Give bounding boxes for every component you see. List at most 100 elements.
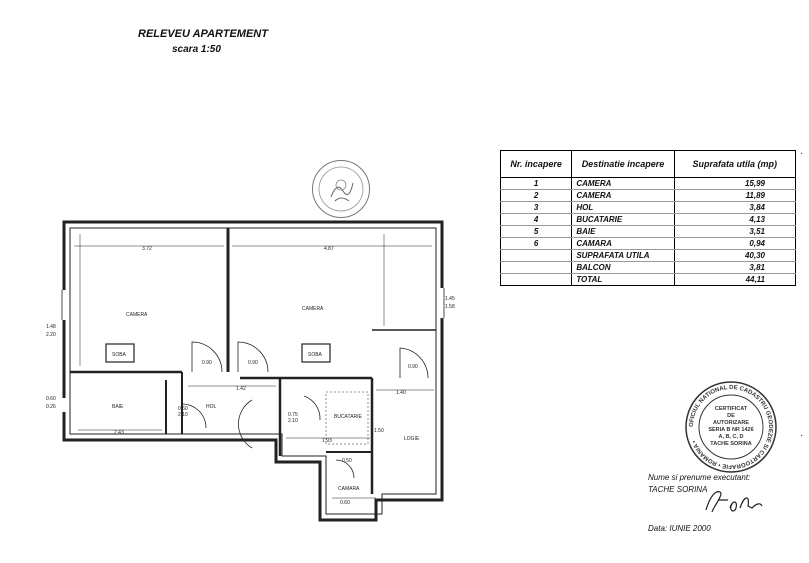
executant-name: TACHE SORINA bbox=[648, 485, 708, 494]
cell-name: CAMERA bbox=[571, 177, 675, 190]
room-label-baie: BAIE bbox=[112, 404, 124, 410]
door-swing bbox=[303, 395, 321, 421]
dimension-label: 0.60 bbox=[340, 500, 350, 506]
dimension-label: 1.42 bbox=[236, 386, 246, 392]
cell-area: 3,81 bbox=[673, 261, 797, 274]
dimension-label: 0.60 bbox=[178, 406, 188, 412]
authorization-stamp: OFICIUL NATIONAL DE CADASTRU GEODEZIE SI… bbox=[685, 381, 777, 473]
stove-box bbox=[105, 343, 135, 363]
room-label-logie: LOGIE bbox=[404, 436, 420, 442]
cell-name: BAIE bbox=[571, 225, 675, 238]
table-row: SUPRAFATA UTILA 40,30 bbox=[499, 249, 797, 262]
header-destinatie: Destinatie incapere bbox=[571, 150, 675, 178]
dimension-label: 2.10 bbox=[178, 412, 188, 418]
dimension-label: 0.90 bbox=[202, 360, 212, 366]
dimension-label: 0.60 bbox=[46, 396, 56, 402]
cell-name: CAMERA bbox=[571, 189, 675, 202]
cell-name: CAMARA bbox=[571, 237, 675, 250]
room-label-camera-2: CAMERA bbox=[302, 306, 324, 312]
stamp-line: SERIA B NR 1426 bbox=[708, 427, 753, 433]
room-label-camera-1: CAMERA bbox=[126, 312, 148, 318]
stamp-line: DE bbox=[727, 413, 735, 419]
door-swing bbox=[399, 347, 429, 379]
cell-name: BALCON bbox=[571, 261, 675, 274]
room-label-bucatarie: BUCATARIE bbox=[334, 414, 363, 420]
door-swing bbox=[181, 403, 207, 429]
rooms-table: Nr. incapere Destinatie incapere Suprafa… bbox=[499, 150, 797, 286]
dimension-label: 0.50 bbox=[342, 458, 352, 464]
dimension-label: 2.43 bbox=[114, 430, 124, 436]
cell-num: 5 bbox=[499, 225, 573, 238]
document-scale: scara 1:50 bbox=[172, 44, 221, 55]
door-swing bbox=[237, 341, 269, 373]
table-row: 6 CAMARA 0,94 bbox=[499, 237, 797, 250]
dimension-label: 0.90 bbox=[248, 360, 258, 366]
cell-num bbox=[499, 261, 573, 274]
stamp-line: TACHE SORINA bbox=[710, 441, 751, 447]
header-nr: Nr. incapere bbox=[499, 150, 573, 178]
stamp-line: A, B, C, D bbox=[718, 434, 743, 440]
dimension-label: 1.50 bbox=[374, 428, 384, 434]
cell-area: 11,89 bbox=[673, 189, 797, 202]
stamp-line: AUTORIZARE bbox=[713, 420, 749, 426]
document-title: RELEVEU APARTEMENT bbox=[138, 28, 268, 40]
door-swing bbox=[191, 341, 223, 373]
cell-name: TOTAL bbox=[571, 273, 675, 286]
cell-num bbox=[499, 249, 573, 262]
dimension-label: 4.87 bbox=[324, 246, 334, 252]
cell-area: 0,94 bbox=[673, 237, 797, 250]
stove-box bbox=[301, 343, 331, 363]
dimension-label: 0.26 bbox=[46, 404, 56, 410]
cell-num: 2 bbox=[499, 189, 573, 202]
table-row: BALCON 3,81 bbox=[499, 261, 797, 274]
inner-wall-line bbox=[69, 227, 437, 515]
table-header-row: Nr. incapere Destinatie incapere Suprafa… bbox=[499, 150, 797, 178]
dimension-label: 1.58 bbox=[445, 304, 455, 310]
signature-icon bbox=[705, 491, 763, 513]
dimension-label: 0.75 bbox=[288, 412, 298, 418]
door-swing bbox=[238, 399, 253, 449]
date-label: Data: IUNIE 2000 bbox=[648, 524, 711, 533]
header-suprafata: Suprafata utila (mp) bbox=[673, 150, 797, 178]
cell-name: SUPRAFATA UTILA bbox=[571, 249, 675, 262]
dimension-label: 1.93 bbox=[322, 438, 332, 444]
dimension-label: 0.90 bbox=[408, 364, 418, 370]
seal-icon bbox=[318, 166, 364, 212]
dimension-label: 1.45 bbox=[445, 296, 455, 302]
cell-area: 3,51 bbox=[673, 225, 797, 238]
faded-seal bbox=[312, 160, 370, 218]
corner-mark: · bbox=[800, 430, 804, 441]
cell-area: 4,13 bbox=[673, 213, 797, 226]
door-swing bbox=[335, 459, 355, 479]
cell-num: 6 bbox=[499, 237, 573, 250]
stamp-inner-ring bbox=[698, 394, 764, 460]
cell-area: 44,11 bbox=[673, 273, 797, 286]
stove-label: SOBA bbox=[308, 352, 323, 358]
executant-label: Nume si prenume executant: bbox=[648, 473, 751, 482]
table-row: 1 CAMERA 15,99 bbox=[499, 177, 797, 190]
corner-mark: · bbox=[800, 148, 804, 159]
stamp-line: CERTIFICAT bbox=[715, 406, 748, 412]
cell-num: 1 bbox=[499, 177, 573, 190]
outer-wall bbox=[62, 220, 444, 522]
stove-label: SOBA bbox=[112, 352, 127, 358]
cell-num: 4 bbox=[499, 213, 573, 226]
dimension-label: 3.72 bbox=[142, 246, 152, 252]
cell-area: 15,99 bbox=[673, 177, 797, 190]
stamp-outer-ring bbox=[685, 381, 777, 473]
cell-area: 40,30 bbox=[673, 249, 797, 262]
dimension-label: 2.20 bbox=[46, 332, 56, 338]
table-row: TOTAL 44,11 bbox=[499, 273, 797, 286]
dimension-label: 1.40 bbox=[396, 390, 406, 396]
room-label-camara: CAMARA bbox=[338, 486, 360, 492]
table-row: 2 CAMERA 11,89 bbox=[499, 189, 797, 202]
cell-name: HOL bbox=[571, 201, 675, 214]
cell-area: 3,84 bbox=[673, 201, 797, 214]
table-row: 4 BUCATARIE 4,13 bbox=[499, 213, 797, 226]
room-label-hol: HOL bbox=[206, 404, 217, 410]
cell-name: BUCATARIE bbox=[571, 213, 675, 226]
table-row: 3 HOL 3,84 bbox=[499, 201, 797, 214]
fixture bbox=[325, 391, 369, 445]
dimension-label: 2.10 bbox=[288, 418, 298, 424]
